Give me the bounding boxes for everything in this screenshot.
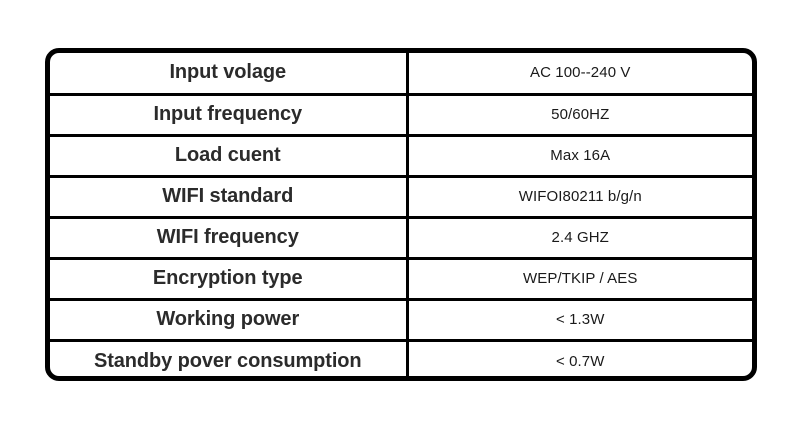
spec-value-working-power: < 1.3W [407, 299, 752, 342]
table-row: Encryption type WEP/TKIP / AES [50, 258, 752, 301]
table-row: WIFI standard WIFOI80211 b/g/n [50, 176, 752, 219]
table-row: Working power < 1.3W [50, 299, 752, 342]
table-row: Load cuent Max 16A [50, 135, 752, 178]
spec-value-input-frequency: 50/60HZ [407, 94, 752, 137]
spec-value-standby-power-consumption: < 0.7W [555, 352, 605, 370]
spec-label-input-voltage: Input volage [50, 53, 409, 96]
spec-value-encryption-type: WEP/TKIP / AES [407, 258, 752, 301]
table-row: Input volage AC 100--240 V [50, 53, 752, 96]
spec-label-wifi-frequency: WIFI frequency [50, 217, 409, 260]
table-row: Input frequency 50/60HZ [50, 94, 752, 137]
spec-label-working-power: Working power [50, 299, 409, 342]
spec-label-encryption-type: Encryption type [50, 258, 409, 301]
specification-table-container: Input volage AC 100--240 V Input frequen… [45, 48, 757, 381]
spec-value-wifi-standard: WIFOI80211 b/g/n [407, 176, 752, 219]
specification-table: Input volage AC 100--240 V Input frequen… [50, 53, 752, 376]
spec-label-wifi-standard: WIFI standard [50, 176, 409, 219]
spec-value-input-voltage: AC 100--240 V [407, 53, 752, 96]
table-row: Standby pover consumption < 0.7W [50, 340, 752, 376]
specification-table-body: Input volage AC 100--240 V Input frequen… [50, 53, 752, 376]
spec-label-load-current: Load cuent [50, 135, 409, 178]
spec-value-wifi-frequency: 2.4 GHZ [407, 217, 752, 260]
spec-label-input-frequency: Input frequency [50, 94, 409, 137]
spec-value-load-current: Max 16A [407, 135, 752, 178]
table-row: WIFI frequency 2.4 GHZ [50, 217, 752, 260]
spec-label-standby-power-consumption: Standby pover consumption [50, 340, 409, 376]
